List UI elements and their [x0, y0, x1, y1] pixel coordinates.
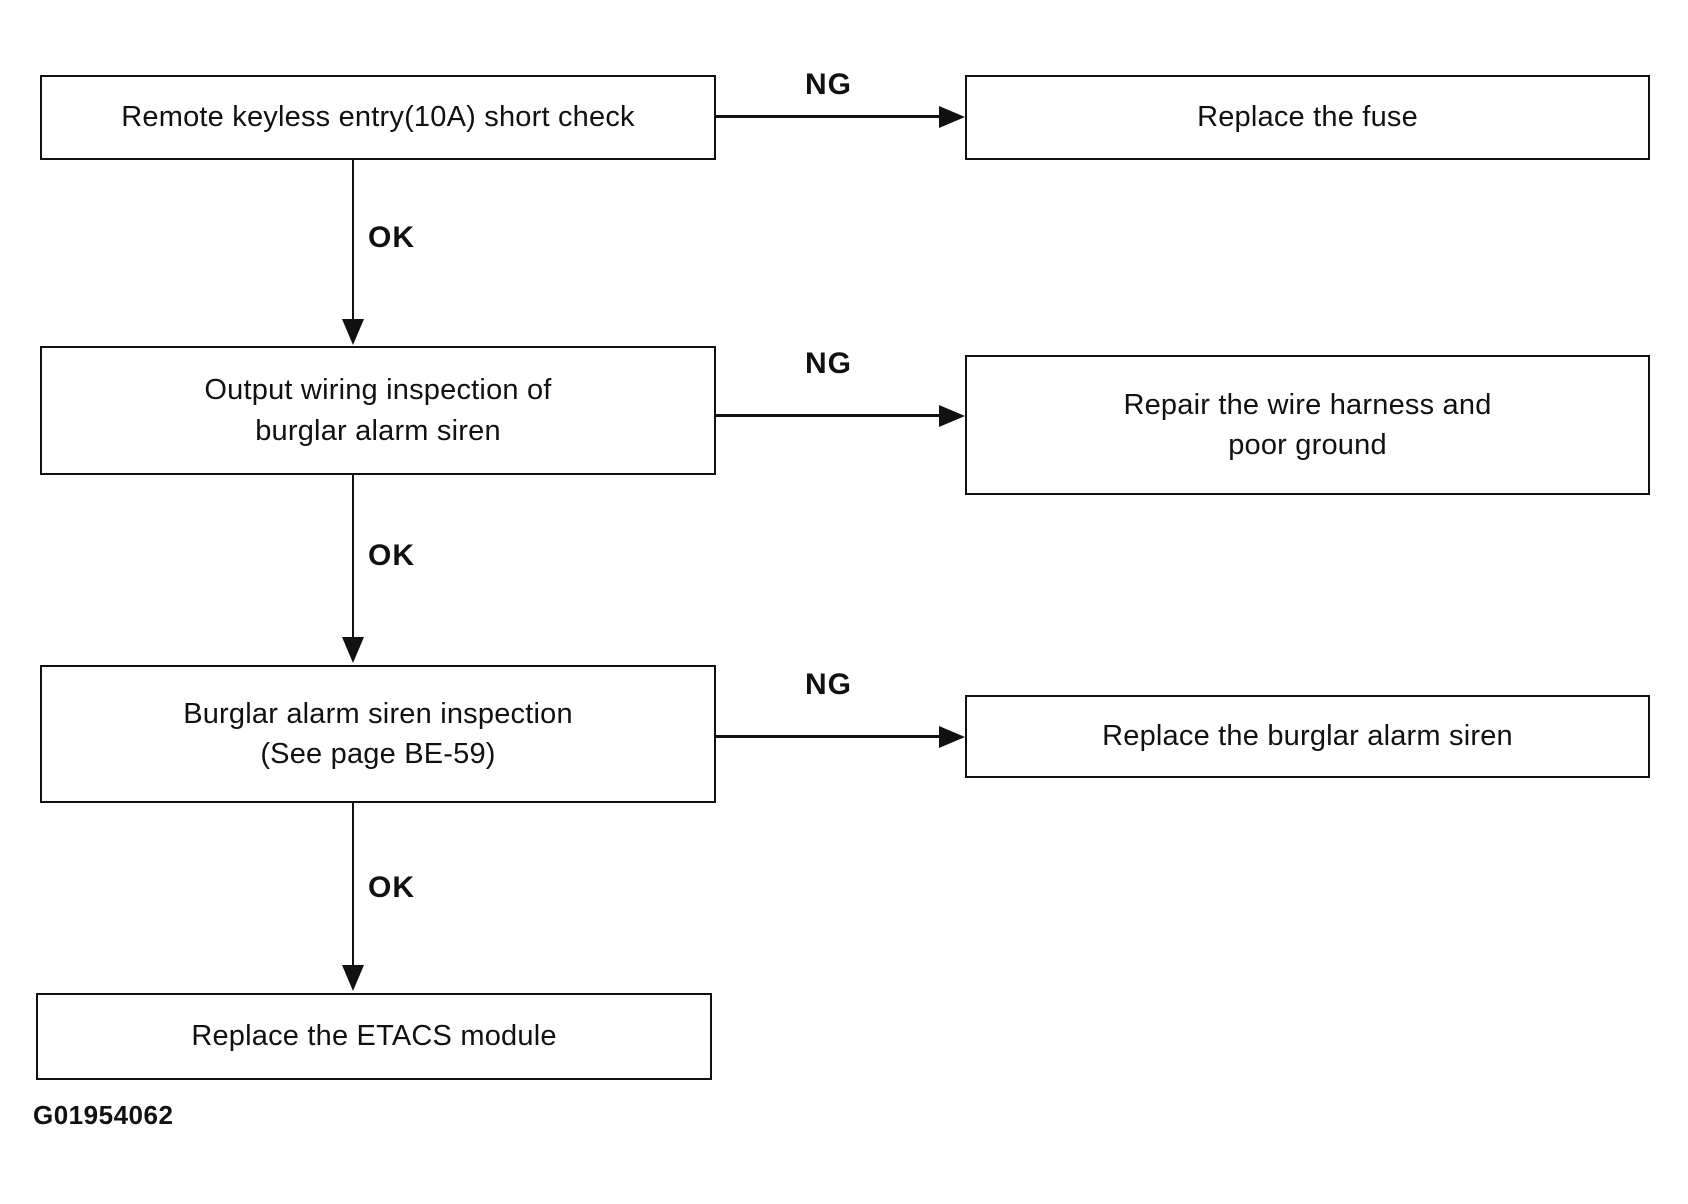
flow-box-text-line1: Burglar alarm siren inspection: [183, 697, 573, 730]
flow-box-text-line2: (See page BE-59): [260, 738, 496, 770]
down-arrowhead-3-icon: [342, 965, 364, 991]
ok-connector-line-3: [352, 803, 354, 967]
ok-connector-line-2: [352, 475, 354, 639]
ng-label-3: NG: [805, 668, 852, 701]
flow-box-siren-inspection: Burglar alarm siren inspection (See page…: [40, 665, 716, 803]
flow-box-text-line1: Repair the wire harness and: [1123, 388, 1492, 421]
flow-box-text-line2: burglar alarm siren: [255, 414, 501, 447]
ng-label-1: NG: [805, 68, 852, 101]
ok-label-2: OK: [368, 539, 415, 572]
flow-box-text-line2: poor ground: [1228, 429, 1387, 461]
flow-box-replace-siren: Replace the burglar alarm siren: [965, 695, 1650, 778]
ok-connector-line-1: [352, 160, 354, 321]
ok-label-3: OK: [368, 871, 415, 904]
ng-connector-line-3: [716, 735, 941, 738]
ng-connector-line-2: [716, 414, 941, 417]
flow-box-text: Replace the burglar alarm siren: [1102, 720, 1513, 753]
right-arrowhead-2-icon: [939, 405, 965, 427]
down-arrowhead-2-icon: [342, 637, 364, 663]
ng-label-2: NG: [805, 347, 852, 380]
down-arrowhead-1-icon: [342, 319, 364, 345]
ng-connector-line-1: [716, 115, 941, 118]
flow-box-replace-etacs-module: Replace the ETACS module: [36, 993, 712, 1080]
figure-code: G01954062: [33, 1100, 174, 1130]
flow-box-text: Remote keyless entry(10A) short check: [121, 101, 635, 134]
flow-box-repair-wire-harness: Repair the wire harness and poor ground: [965, 355, 1650, 495]
flow-box-replace-fuse: Replace the fuse: [965, 75, 1650, 160]
flow-box-keyless-entry-short-check: Remote keyless entry(10A) short check: [40, 75, 716, 160]
right-arrowhead-3-icon: [939, 726, 965, 748]
flow-box-text-line1: Output wiring inspection of: [204, 374, 552, 407]
flow-box-output-wiring-inspection: Output wiring inspection of burglar alar…: [40, 346, 716, 475]
flow-box-text: Replace the ETACS module: [191, 1020, 557, 1053]
flow-box-text: Replace the fuse: [1197, 101, 1418, 134]
right-arrowhead-1-icon: [939, 106, 965, 128]
ok-label-1: OK: [368, 221, 415, 254]
